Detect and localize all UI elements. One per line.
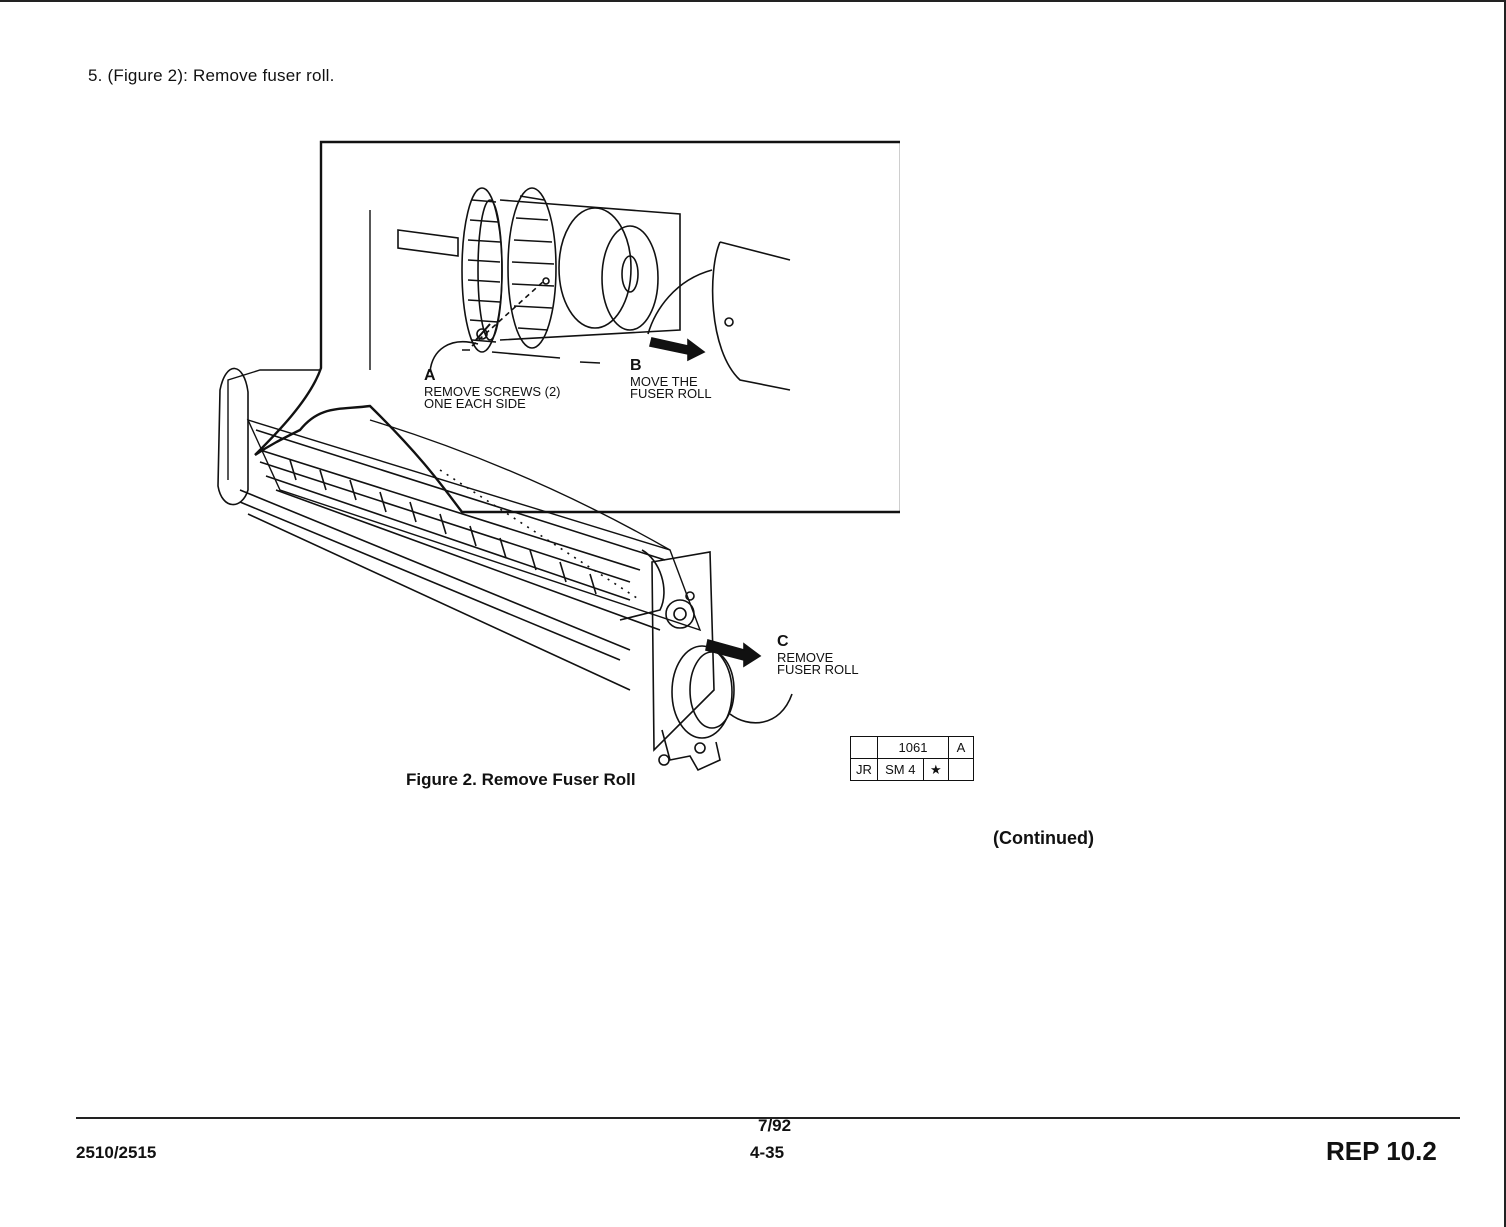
footer-model-number: 2510/2515 xyxy=(76,1143,156,1163)
callout-c-letter: C xyxy=(777,634,859,650)
callout-c: C REMOVE FUSER ROLL xyxy=(777,634,859,676)
reference-code-table: 1061 A JR SM 4 ★ xyxy=(850,736,974,781)
callout-b: B MOVE THE FUSER ROLL xyxy=(630,358,712,400)
figure-caption: Figure 2. Remove Fuser Roll xyxy=(406,770,636,790)
callout-a-line2: ONE EACH SIDE xyxy=(424,398,561,410)
ref-cell-empty xyxy=(949,759,974,781)
procedure-step: 5. (Figure 2): Remove fuser roll. xyxy=(88,66,335,86)
footer-section-id: REP 10.2 xyxy=(1326,1136,1437,1167)
footer-date: 7/92 xyxy=(758,1116,791,1136)
callout-b-letter: B xyxy=(630,358,712,374)
footer-page-number: 4-35 xyxy=(750,1143,784,1163)
callout-a: A REMOVE SCREWS (2) ONE EACH SIDE xyxy=(424,368,561,410)
ref-cell-number: 1061 xyxy=(878,737,949,759)
callout-c-line2: FUSER ROLL xyxy=(777,664,859,676)
continued-note: (Continued) xyxy=(993,828,1094,849)
callout-a-letter: A xyxy=(424,368,561,384)
ref-cell-sm: SM 4 xyxy=(878,759,924,781)
callout-b-line2: FUSER ROLL xyxy=(630,388,712,400)
ref-cell-blank xyxy=(851,737,878,759)
ref-cell-jr: JR xyxy=(851,759,878,781)
page-top-border xyxy=(0,0,1506,2)
star-icon: ★ xyxy=(923,759,948,781)
fuser-roll-illustration xyxy=(200,130,900,795)
ref-cell-level: A xyxy=(949,737,974,759)
